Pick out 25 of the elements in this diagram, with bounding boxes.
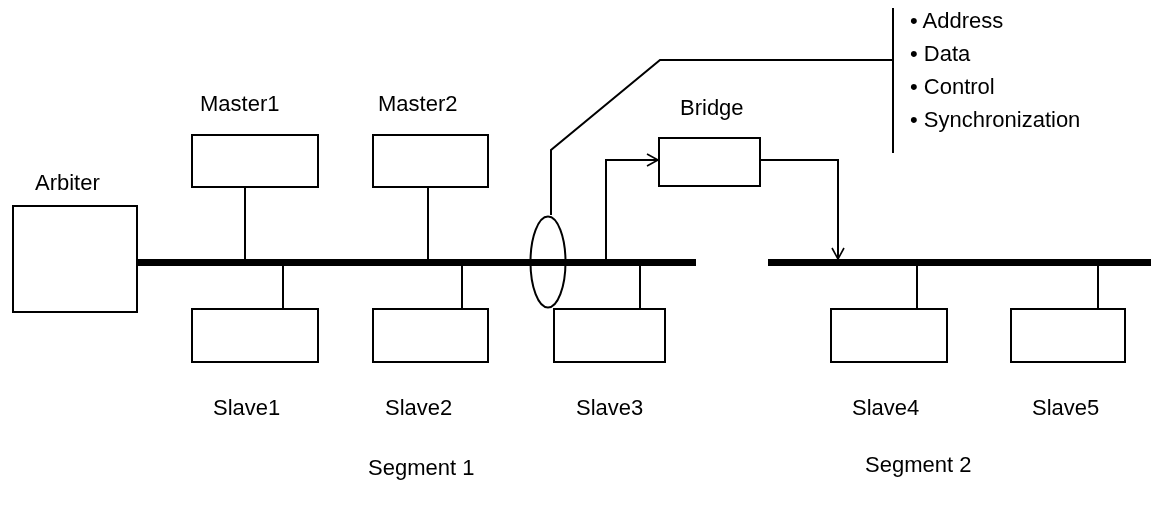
component-label: Slave4 xyxy=(852,395,920,421)
connector-line xyxy=(244,187,246,260)
component-label: Slave3 xyxy=(576,395,644,421)
connector-line xyxy=(916,265,918,309)
component-label: Master2 xyxy=(378,91,458,117)
connector-line xyxy=(1097,265,1099,309)
arrow xyxy=(605,153,659,260)
component-label: Master1 xyxy=(200,91,280,117)
arrow xyxy=(760,159,845,260)
component-label: Bridge xyxy=(680,95,744,121)
segment-label: Segment 1 xyxy=(368,455,475,481)
connector-line xyxy=(461,265,463,309)
component-label: Arbiter xyxy=(35,170,100,196)
signal-list-item: • Address xyxy=(910,8,1004,34)
signal-list-item: • Control xyxy=(910,74,995,100)
connector-line xyxy=(282,265,284,309)
signal-list-item: • Synchronization xyxy=(910,107,1081,133)
leader-line xyxy=(550,59,893,216)
connector-line xyxy=(427,187,429,260)
component-label: Slave1 xyxy=(213,395,281,421)
component-label: Slave2 xyxy=(385,395,453,421)
component-label: Slave5 xyxy=(1032,395,1100,421)
connector-line xyxy=(639,265,641,309)
signal-list-item: • Data xyxy=(910,41,971,67)
segment-label: Segment 2 xyxy=(865,452,972,478)
